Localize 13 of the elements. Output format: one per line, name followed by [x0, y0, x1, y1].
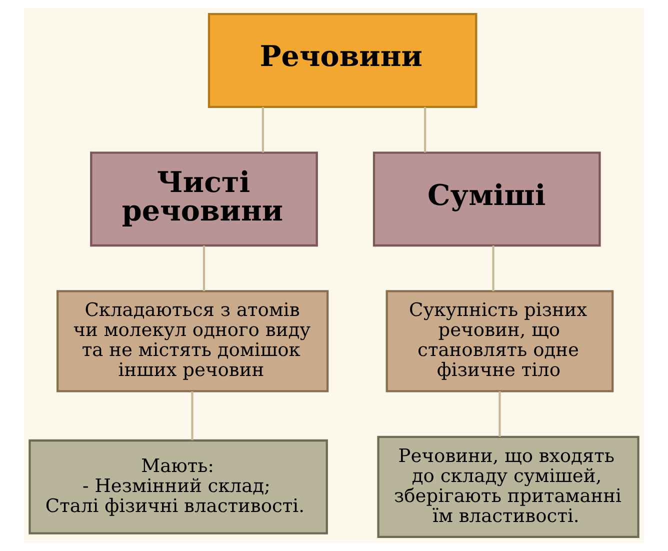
node-box: Речовини	[208, 13, 478, 108]
connector	[424, 107, 426, 152]
node-box: Складаються з атомів чи молекул одного виду та не містять домішок інших речовин	[56, 290, 329, 392]
node-box: Мають: - Незмінний склад; Сталі фізичні властивості.	[28, 439, 328, 534]
connector	[262, 107, 264, 152]
node-box: Чисті речовини	[90, 152, 318, 247]
connector	[492, 246, 494, 292]
node-box: Суміші	[372, 152, 601, 247]
connector	[202, 246, 206, 292]
connector	[498, 391, 501, 437]
connector	[191, 391, 194, 440]
node-box: Речовини, що входять до складу сумішей, зберігають притаманні їм властивості.	[377, 436, 640, 538]
node-box: Сукупність різних речовин, що становлять одне фізичне тіло	[386, 290, 614, 392]
